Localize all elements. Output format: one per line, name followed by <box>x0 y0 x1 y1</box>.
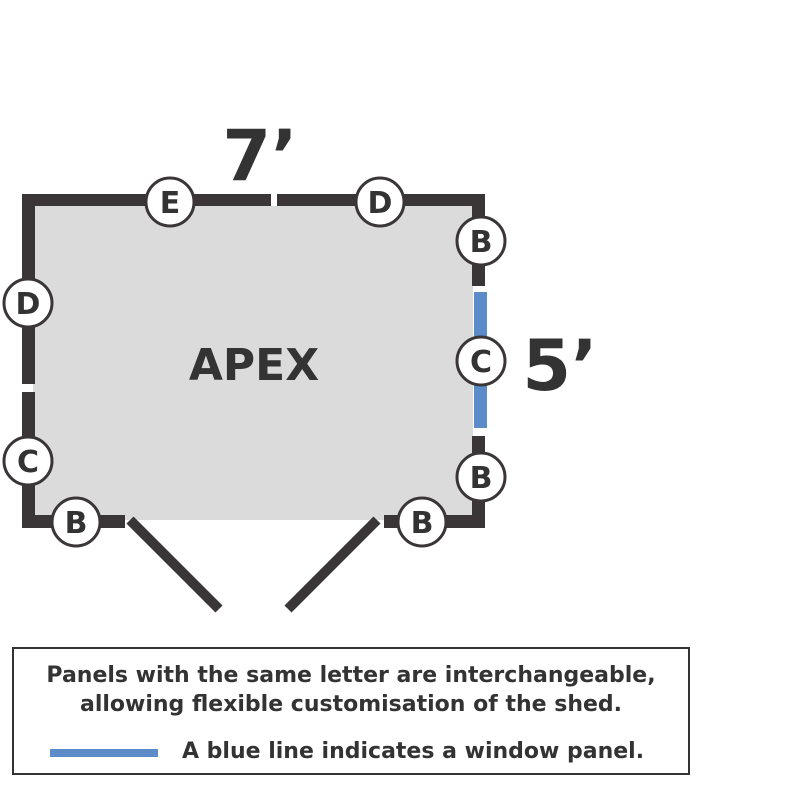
panel-badge-circle <box>2 277 54 329</box>
panel-badge-circle <box>354 176 406 228</box>
panel-badge-left-c: C <box>2 435 54 487</box>
panel-letter: B <box>470 461 493 496</box>
panel-badge-back-right-b: B <box>396 496 448 548</box>
panel-badge-circle <box>396 496 448 548</box>
window-key-text: A blue line indicates a window panel. <box>182 739 645 764</box>
panel-badge-right-bottom-b: B <box>455 451 507 503</box>
panel-badge-right-window-c: C <box>455 335 507 387</box>
panel-badge-front-d: D <box>354 176 406 228</box>
legend-window-key: A blue line indicates a window panel. <box>14 737 688 767</box>
door-right-leaf <box>284 516 381 613</box>
panel-badge-front-e: E <box>144 176 196 228</box>
panel-letter: B <box>470 225 493 260</box>
width-dimension-label: 7’ <box>222 115 297 197</box>
shed-floor <box>33 206 473 520</box>
legend-box: Panels with the same letter are intercha… <box>12 647 690 775</box>
panel-badge-back-left-b: B <box>50 496 102 548</box>
panel-letter: E <box>160 186 181 221</box>
panel-letter: C <box>17 445 39 480</box>
panel-badge-circle <box>144 176 196 228</box>
panel-badge-circle <box>50 496 102 548</box>
legend-note-line-1: Panels with the same letter are intercha… <box>46 663 656 688</box>
depth-dimension-label: 5’ <box>522 325 597 407</box>
panel-badge-left-d: D <box>2 277 54 329</box>
panel-badge-circle <box>455 451 507 503</box>
panel-letter: B <box>65 506 88 541</box>
legend-note: Panels with the same letter are intercha… <box>14 661 688 719</box>
panel-letter: B <box>411 506 434 541</box>
model-name: APEX <box>189 340 319 391</box>
panel-badge-circle <box>455 335 507 387</box>
panel-letter: C <box>470 345 492 380</box>
panel-badge-circle <box>455 215 507 267</box>
panel-letter: D <box>368 186 393 221</box>
window-key-swatch <box>50 749 158 757</box>
door-left-leaf <box>126 516 223 613</box>
panel-letter: D <box>16 287 41 322</box>
panel-badge-right-top-b: B <box>455 215 507 267</box>
panel-badge-circle <box>2 435 54 487</box>
legend-note-line-2: allowing flexible customisation of the s… <box>79 692 623 717</box>
